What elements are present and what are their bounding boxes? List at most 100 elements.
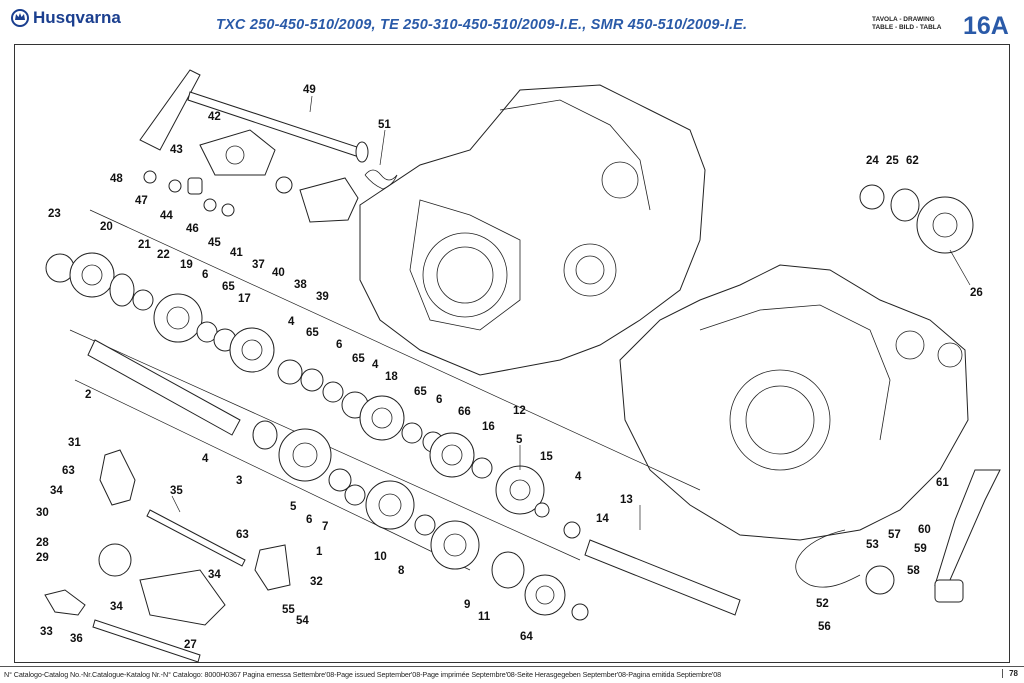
drawing-number: 16A [963, 12, 1009, 40]
catalog-footer-text: N° Catalogo-Catalog No.-Nr.Catalogue-Kat… [4, 670, 722, 679]
spring [364, 169, 398, 190]
models-title: TXC 250-450-510/2009, TE 250-310-450-510… [216, 17, 748, 33]
part-label: 21 [138, 239, 151, 251]
gear-cluster-lower [278, 428, 589, 621]
shift-fork-31 [99, 449, 136, 506]
footer: N° Catalogo-Catalog No.-Nr.Catalogue-Kat… [0, 666, 1024, 683]
header: Husqvarna TXC 250-450-510/2009, TE 250-3… [0, 0, 1024, 44]
part-label: 8 [398, 565, 405, 577]
part-label: 37 [252, 259, 265, 271]
part-label: 48 [110, 173, 123, 185]
part-label: 30 [36, 507, 49, 519]
part-label: 65 [352, 353, 365, 365]
part-label: 51 [378, 119, 391, 131]
part-label: 6 [336, 339, 342, 351]
drawing-label-line1: TAVOLA - DRAWING [872, 16, 935, 23]
part-label: 47 [135, 195, 148, 207]
part-label: 19 [180, 259, 193, 271]
crown-emblem-icon [11, 9, 29, 27]
part-label: 49 [303, 84, 316, 96]
part-label: 23 [48, 208, 61, 220]
shift-drum [139, 569, 226, 626]
part-label: 2 [85, 389, 91, 401]
part-label: 5 [290, 501, 297, 513]
part-label: 38 [294, 279, 307, 291]
part-label: 17 [238, 293, 251, 305]
part-label: 34 [110, 601, 123, 613]
part-label: 12 [513, 405, 526, 417]
part-label: 64 [520, 631, 533, 643]
part-label: 15 [540, 451, 553, 463]
part-label: 25 [886, 155, 899, 167]
shift-fork-33 [44, 589, 86, 616]
part-label: 9 [464, 599, 470, 611]
part-label: 34 [208, 569, 221, 581]
part-label: 39 [316, 291, 329, 303]
part-label: 4 [575, 471, 582, 483]
part-label: 33 [40, 626, 53, 638]
countershaft [584, 539, 741, 616]
brand-name: Husqvarna [33, 8, 121, 27]
part-label: 58 [907, 565, 920, 577]
part-label: 24 [866, 155, 879, 167]
part-label: 10 [374, 551, 387, 563]
part-label: 36 [70, 633, 83, 645]
shift-fork-32 [254, 544, 291, 591]
gear-cluster-upper [45, 252, 550, 518]
part-label: 13 [620, 494, 633, 506]
shift-rod-36 [92, 619, 201, 663]
part-label: 32 [310, 576, 323, 588]
shift-shaft [139, 69, 201, 151]
left-crankcase [359, 84, 706, 376]
part-label: 34 [50, 485, 63, 497]
right-crankcase [619, 264, 969, 541]
drawing-label-line2: TABLE - BILD - TABLA [872, 24, 942, 31]
part-label: 6 [436, 394, 442, 406]
part-label: 46 [186, 223, 199, 235]
part-label: 61 [936, 477, 949, 489]
part-label: 4 [288, 316, 295, 328]
part-label: 63 [62, 465, 75, 477]
part-label: 53 [866, 539, 879, 551]
page-number: 78 [1002, 669, 1018, 678]
part-label: 66 [458, 406, 471, 418]
part-label: 59 [914, 543, 927, 555]
part-label: 29 [36, 552, 49, 564]
part-label: 42 [208, 111, 221, 123]
part-label: 28 [36, 537, 49, 549]
part-label: 20 [100, 221, 113, 233]
part-label: 18 [385, 371, 398, 383]
part-label: 57 [888, 529, 901, 541]
shift-plate [199, 129, 276, 176]
part-label: 16 [482, 421, 495, 433]
main-shaft [87, 339, 241, 436]
drawing-label: TAVOLA - DRAWING TABLE - BILD - TABLA [872, 16, 941, 32]
part-label: 27 [184, 639, 197, 651]
part-label: 40 [272, 267, 285, 279]
part-label: 54 [296, 615, 309, 627]
part-label: 35 [170, 485, 183, 497]
part-label: 44 [160, 210, 173, 222]
part-labels: 49 42 43 51 48 47 44 46 45 41 37 40 38 3… [36, 84, 983, 651]
part-label: 43 [170, 144, 183, 156]
sensor-wire [795, 529, 861, 588]
part-label: 5 [516, 434, 523, 446]
part-label: 45 [208, 237, 221, 249]
part-label: 6 [202, 269, 208, 281]
part-label: 7 [322, 521, 328, 533]
part-label: 1 [316, 546, 323, 558]
shift-star [299, 177, 359, 223]
part-label: 4 [202, 453, 209, 465]
part-label: 62 [906, 155, 919, 167]
part-label: 55 [282, 604, 295, 616]
part-label: 65 [306, 327, 319, 339]
part-label: 52 [816, 598, 829, 610]
part-label: 6 [306, 514, 312, 526]
diagram-frame [14, 44, 1010, 663]
part-label: 65 [414, 386, 427, 398]
part-label: 26 [970, 287, 983, 299]
part-label: 31 [68, 437, 81, 449]
part-label: 22 [157, 249, 170, 261]
part-label: 41 [230, 247, 243, 259]
sprocket [916, 196, 974, 254]
